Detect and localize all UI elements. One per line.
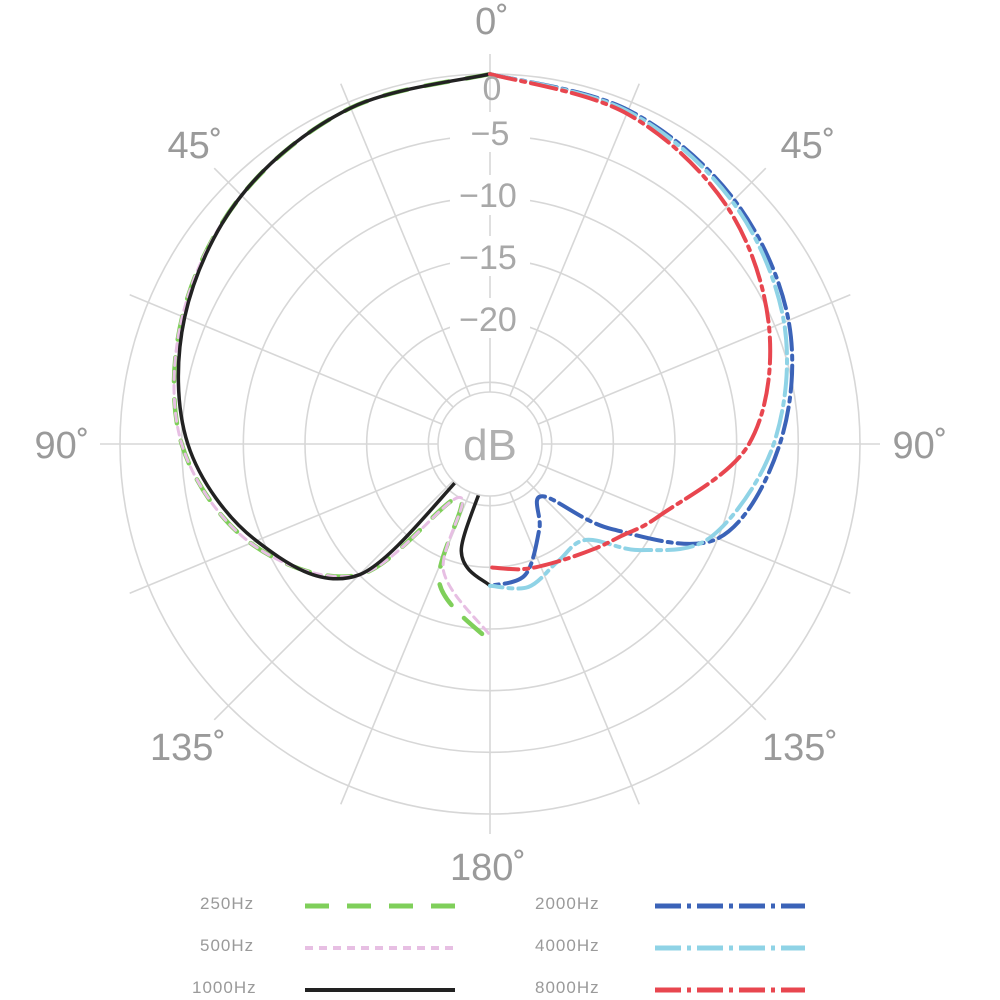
angle-label-45-left: 45˚: [168, 125, 223, 167]
grid-spoke: [340, 83, 471, 397]
legend-item-250hz: 250Hz: [200, 894, 455, 913]
series-line-4000hz: [488, 72, 789, 591]
legend-item-4000hz: 4000Hz: [535, 936, 805, 955]
ring-label-minus-15: −15: [459, 239, 517, 277]
legend-label-4000hz: 4000Hz: [535, 936, 600, 955]
angle-label-135-left: 135˚: [150, 727, 226, 769]
ring-label-minus-10: −10: [459, 177, 517, 215]
legend-item-2000hz: 2000Hz: [535, 894, 805, 913]
ring-label-0: 0: [483, 70, 502, 108]
ring-label-minus-5: −5: [471, 115, 510, 153]
legend-label-2000hz: 2000Hz: [535, 894, 600, 913]
angle-label-45-right: 45˚: [781, 125, 836, 167]
series-line-250hz: [171, 71, 493, 644]
legend-label-500hz: 500Hz: [200, 936, 254, 955]
series-line-2000hz: [488, 72, 795, 588]
angle-label-0: 0˚: [475, 1, 509, 43]
grid-spoke: [509, 491, 640, 805]
grid-spoke: [213, 167, 454, 408]
grid-spoke: [526, 480, 767, 721]
grid-spoke: [537, 463, 851, 594]
legend-item-8000hz: 8000Hz: [535, 978, 805, 997]
legend-item-1000hz: 1000Hz: [192, 978, 455, 997]
grid-spoke: [537, 294, 851, 425]
center-db-label: dB: [463, 421, 517, 470]
angle-label-135-right: 135˚: [762, 727, 838, 769]
ring-label-minus-20: −20: [459, 301, 517, 339]
grid-spoke: [213, 480, 454, 721]
legend-label-1000hz: 1000Hz: [192, 978, 257, 997]
angle-label-180: 180˚: [450, 847, 526, 889]
grid-spoke: [129, 463, 443, 594]
legend-label-8000hz: 8000Hz: [535, 978, 600, 997]
grid-spoke: [526, 167, 767, 408]
grid-spoke: [509, 83, 640, 397]
angle-label-90-right: 90˚: [893, 425, 948, 467]
series-line-8000hz: [488, 72, 773, 572]
legend-label-250hz: 250Hz: [200, 894, 254, 913]
angle-label-90-left: 90˚: [35, 425, 90, 467]
legend: 250Hz 500Hz 1000Hz 2000Hz 4000Hz 8000Hz: [192, 894, 805, 997]
legend-item-500hz: 500Hz: [200, 936, 455, 955]
